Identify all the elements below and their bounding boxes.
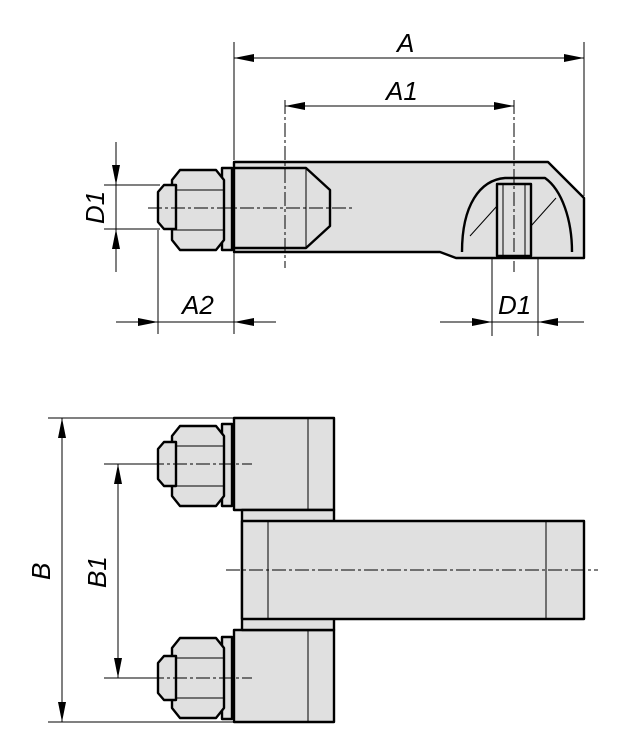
label-D1-right: D1 xyxy=(498,290,531,320)
label-D1-left: D1 xyxy=(80,191,110,224)
label-A: A xyxy=(395,28,414,58)
hex-nut-top xyxy=(170,168,226,252)
label-B1: B1 xyxy=(82,556,112,588)
dimensions-top-view xyxy=(48,417,234,723)
clamp-block-lower xyxy=(232,628,336,724)
label-A2: A2 xyxy=(180,290,214,320)
label-B: B xyxy=(26,563,56,580)
top-view xyxy=(150,416,598,724)
hex-nut-upper xyxy=(170,424,226,508)
bolt-end-top xyxy=(156,183,178,231)
dimensions-side-view xyxy=(104,42,585,336)
label-A1: A1 xyxy=(384,76,418,106)
side-view xyxy=(148,100,586,272)
